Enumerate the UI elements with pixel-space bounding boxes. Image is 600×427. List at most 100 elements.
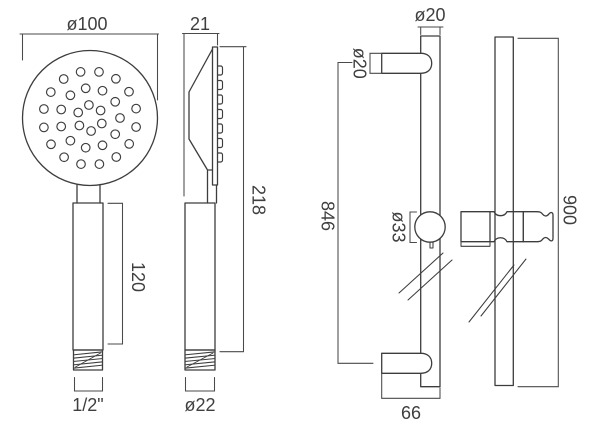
spray-hole — [94, 67, 104, 77]
rail-side-view: 900 — [460, 36, 580, 388]
shower-head-face — [21, 49, 159, 187]
dim-tube-diameter: ø20 — [414, 5, 446, 36]
head-body-profile — [188, 48, 214, 171]
dim-bracket-centres: 846 — [318, 61, 374, 364]
dim-handle-diameter: ø22 — [184, 376, 216, 415]
rail-front-view: ø20 ø20 846 ø33 66 — [318, 5, 453, 423]
spray-hole — [115, 113, 125, 123]
spray-hole — [110, 96, 121, 107]
slider-knob-pin — [429, 241, 434, 249]
spray-hole — [56, 104, 67, 115]
handset-side-view: 21 218 ø22 — [181, 14, 269, 415]
dim-head-diameter: ø100 — [19, 14, 160, 101]
thread-hatch-side — [185, 351, 215, 369]
thread-line — [75, 352, 101, 368]
thread-line — [185, 361, 215, 366]
dim-bracket-centres-label: 846 — [318, 201, 338, 231]
spray-hole — [95, 105, 106, 116]
dim-bracket-depth-label: 66 — [401, 403, 421, 423]
spray-hole — [45, 87, 56, 97]
thread-line — [185, 364, 215, 369]
dim-bracket-depth: 66 — [381, 372, 441, 423]
spray-hole — [75, 67, 86, 77]
dim-rail-length-label: 900 — [560, 195, 580, 225]
thread-line — [73, 361, 103, 366]
spray-hole — [56, 121, 67, 132]
spray-holes — [39, 67, 141, 169]
spray-hole — [96, 118, 107, 129]
spray-nozzle-teeth — [217, 65, 224, 163]
nozzle-tooth — [217, 123, 224, 134]
nozzle-tooth — [217, 137, 224, 149]
spray-hole — [86, 126, 96, 136]
rail-tube — [420, 35, 441, 388]
nozzle-tooth — [217, 108, 224, 120]
nozzle-tooth — [217, 94, 224, 105]
dim-head-depth: 21 — [181, 14, 220, 197]
handset-neck — [76, 183, 101, 204]
dim-thread-size: 1/2" — [72, 376, 104, 415]
handset-front-view: ø100 120 1/2" — [19, 14, 160, 415]
thread-line — [73, 351, 103, 356]
nozzle-tooth — [217, 79, 224, 91]
nozzle-tooth — [217, 152, 224, 163]
spray-hole — [39, 104, 49, 114]
spray-hole — [65, 90, 76, 101]
handset-neck-side — [206, 170, 218, 204]
spray-hole — [84, 100, 94, 110]
spray-hole — [131, 103, 141, 114]
spray-hole — [111, 152, 122, 162]
spray-hole — [124, 139, 135, 149]
dim-handle-length-label: 120 — [128, 262, 148, 292]
thread-line — [185, 351, 215, 356]
thread-line — [186, 352, 214, 368]
slider-knob — [414, 211, 446, 243]
spray-hole — [74, 120, 85, 131]
handset-handle-side — [184, 202, 216, 351]
spray-hole — [97, 85, 108, 96]
spray-plate — [211, 46, 219, 186]
dim-handle-diameter-label: ø22 — [184, 395, 215, 415]
spray-hole — [76, 159, 86, 169]
spray-hole — [59, 152, 69, 163]
dim-total-length-label: 218 — [249, 185, 269, 215]
dim-rail-length: 900 — [517, 37, 580, 388]
spray-hole — [73, 107, 84, 118]
dim-thread-size-label: 1/2" — [72, 395, 103, 415]
spray-hole — [94, 159, 105, 169]
thread-connector-side — [184, 349, 216, 371]
handset-holder — [460, 211, 554, 247]
spray-hole — [80, 83, 91, 94]
dim-handle-length: 120 — [107, 202, 148, 345]
break-symbol-front — [398, 252, 453, 301]
break-symbol-side — [468, 258, 527, 323]
spray-hole — [124, 86, 134, 97]
spray-hole — [131, 122, 141, 132]
spray-hole — [110, 129, 121, 140]
nozzle-tooth — [217, 65, 224, 76]
dim-head-depth-label: 21 — [190, 14, 210, 34]
wall-bracket-top — [381, 52, 433, 74]
spray-hole — [39, 122, 49, 133]
dim-slider-diameter: ø33 — [389, 211, 418, 244]
thread-line — [73, 354, 103, 359]
spray-hole — [111, 73, 121, 84]
spray-hole — [97, 140, 108, 151]
thread-line — [185, 354, 215, 359]
dim-bracket-diameter-label: ø20 — [350, 48, 370, 79]
spray-hole — [80, 142, 91, 153]
dim-head-diameter-label: ø100 — [66, 14, 107, 34]
wall-bracket-bottom — [381, 352, 433, 374]
dim-slider-diameter-label: ø33 — [389, 211, 409, 242]
dim-total-length: 218 — [219, 46, 269, 353]
dim-tube-diameter-label: ø20 — [414, 5, 445, 25]
spray-hole — [46, 139, 56, 150]
thread-connector — [72, 349, 104, 371]
spray-hole — [58, 74, 69, 84]
spray-hole — [65, 135, 76, 146]
thread-hatch-front — [73, 351, 103, 369]
handset-handle — [72, 202, 104, 351]
dim-bracket-diameter: ø20 — [350, 48, 382, 79]
